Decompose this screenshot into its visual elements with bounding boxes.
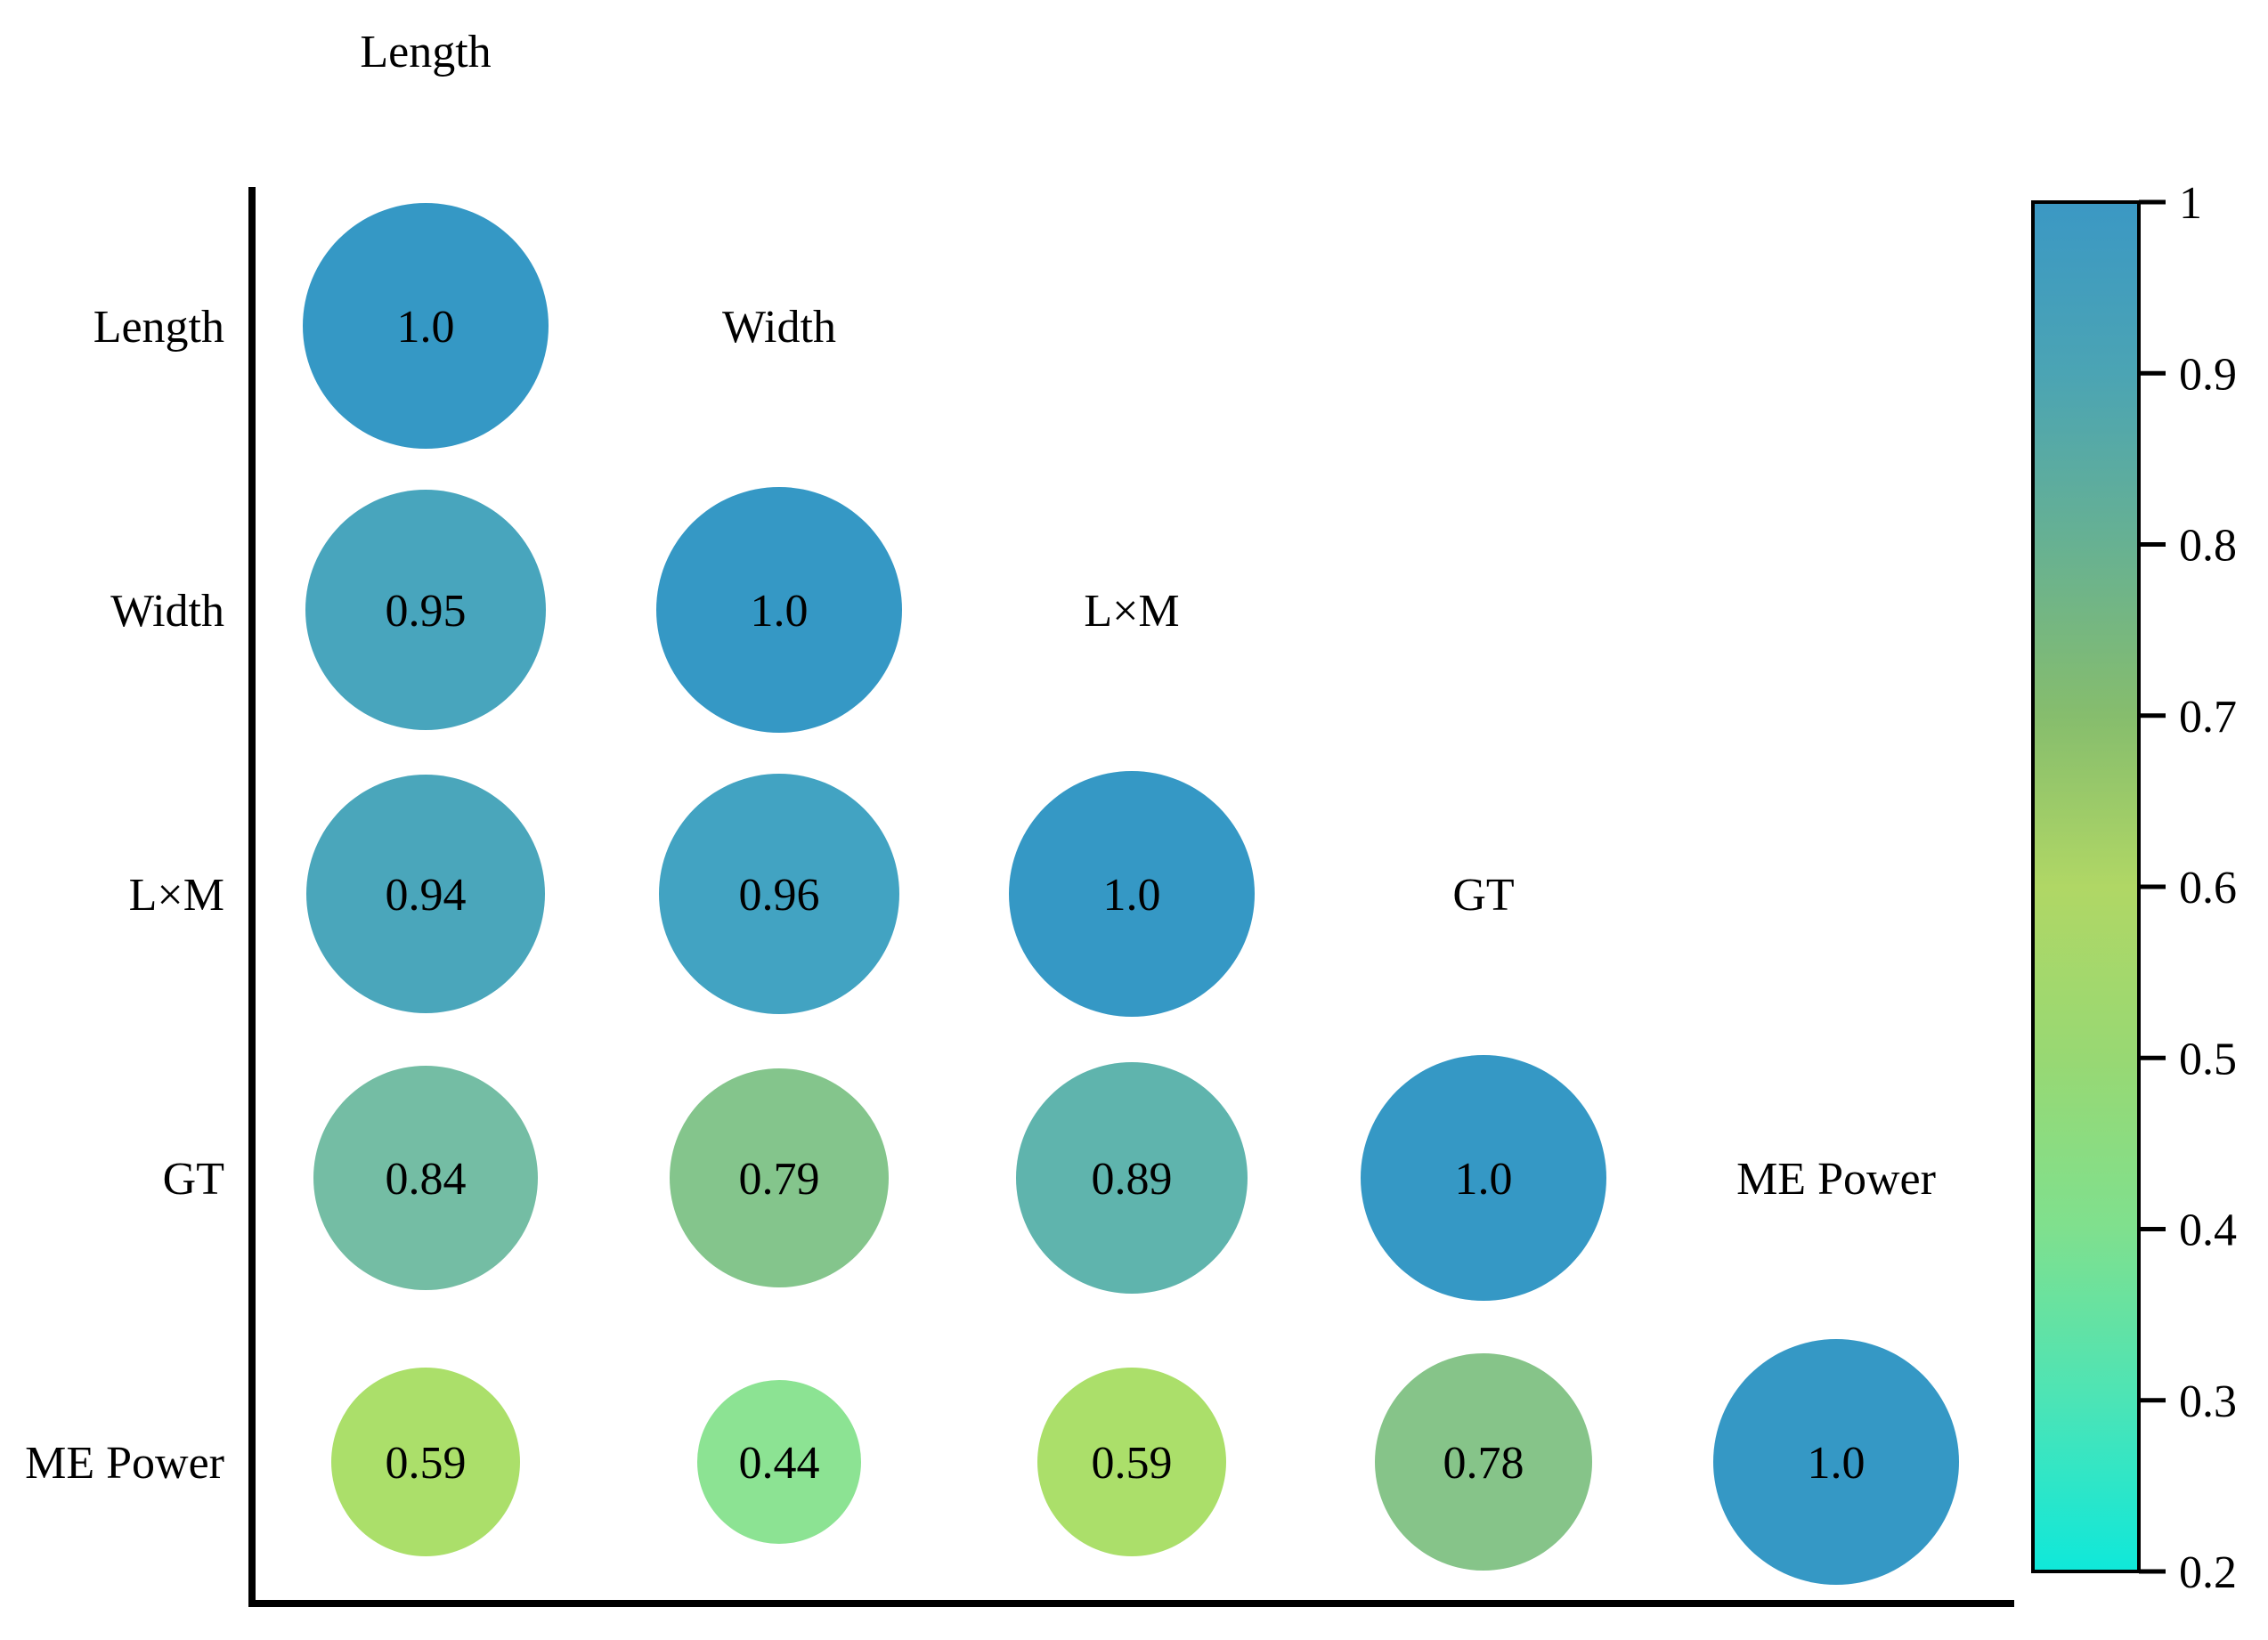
matrix-bubble-GT-Length xyxy=(313,1066,538,1290)
diagonal-label-L×M: L×M xyxy=(1084,586,1179,637)
matrix-value-L×M-L×M: 1.0 xyxy=(1103,870,1161,921)
matrix-value-ME Power-Length: 0.59 xyxy=(386,1438,467,1489)
colorbar-tick-label-0.7: 0.7 xyxy=(2179,692,2237,743)
diagonal-label-ME Power: ME Power xyxy=(1736,1154,1936,1205)
matrix-value-Width-Width: 1.0 xyxy=(751,586,809,637)
matrix-bubble-ME Power-GT xyxy=(1375,1353,1592,1571)
matrix-bubble-GT-Width xyxy=(670,1068,889,1287)
colorbar xyxy=(2031,200,2141,1573)
matrix-value-GT-L×M: 0.89 xyxy=(1092,1154,1173,1205)
matrix-bubble-GT-GT xyxy=(1361,1055,1606,1301)
row-label-GT: GT xyxy=(163,1154,224,1205)
colorbar-tick-label-0.3: 0.3 xyxy=(2179,1376,2237,1427)
matrix-bubble-Width-Length xyxy=(305,490,546,730)
colorbar-tick-label-1: 1 xyxy=(2179,178,2202,229)
matrix-value-Length-Length: 1.0 xyxy=(397,302,455,353)
row-label-L×M: L×M xyxy=(129,870,224,921)
colorbar-tick-label-0.4: 0.4 xyxy=(2179,1206,2237,1256)
row-label-ME Power: ME Power xyxy=(25,1438,224,1489)
matrix-value-GT-GT: 1.0 xyxy=(1455,1154,1513,1205)
diagonal-label-GT: GT xyxy=(1452,870,1514,921)
matrix-value-ME Power-Width: 0.44 xyxy=(739,1438,820,1489)
matrix-bubble-ME Power-L×M xyxy=(1037,1368,1226,1556)
colorbar-tick-label-0.5: 0.5 xyxy=(2179,1034,2237,1084)
matrix-value-GT-Width: 0.79 xyxy=(739,1154,820,1205)
colorbar-tick-label-0.6: 0.6 xyxy=(2179,863,2237,913)
matrix-bubble-ME Power-ME Power xyxy=(1713,1339,1959,1585)
matrix-bubble-ME Power-Length xyxy=(331,1368,520,1556)
row-label-Width: Width xyxy=(110,586,224,637)
matrix-value-GT-Length: 0.84 xyxy=(386,1154,467,1205)
y-axis-line xyxy=(248,187,256,1607)
matrix-bubble-L×M-L×M xyxy=(1009,771,1255,1017)
matrix-bubble-Length-Length xyxy=(303,203,549,449)
matrix-bubble-Width-Width xyxy=(656,487,902,733)
matrix-bubble-L×M-Width xyxy=(659,774,899,1014)
matrix-value-ME Power-ME Power: 1.0 xyxy=(1808,1438,1866,1489)
colorbar-tick-label-0.8: 0.8 xyxy=(2179,521,2237,572)
matrix-bubble-GT-L×M xyxy=(1016,1062,1248,1294)
matrix-value-Width-Length: 0.95 xyxy=(386,586,467,637)
colorbar-tick-label-0.9: 0.9 xyxy=(2179,349,2237,400)
matrix-value-L×M-Width: 0.96 xyxy=(739,870,820,921)
colorbar-tick-label-0.2: 0.2 xyxy=(2179,1547,2237,1598)
matrix-value-ME Power-L×M: 0.59 xyxy=(1092,1438,1173,1489)
x-axis-line xyxy=(248,1600,2014,1607)
matrix-value-ME Power-GT: 0.78 xyxy=(1443,1438,1524,1489)
matrix-value-L×M-Length: 0.94 xyxy=(386,870,467,921)
matrix-bubble-ME Power-Width xyxy=(697,1380,861,1544)
diagonal-label-Length: Length xyxy=(360,27,491,77)
matrix-bubble-L×M-Length xyxy=(306,775,545,1013)
diagonal-label-Width: Width xyxy=(722,302,836,353)
row-label-Length: Length xyxy=(93,302,224,353)
